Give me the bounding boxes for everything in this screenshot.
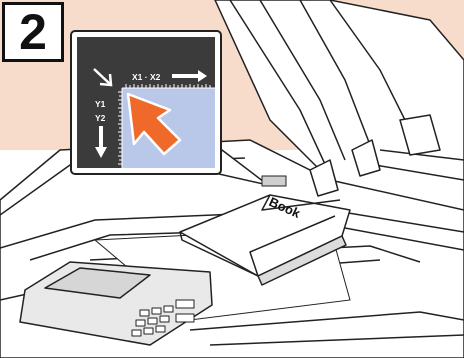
x-axis-label: X1 · X2: [132, 72, 161, 82]
step-number: 2: [19, 7, 47, 57]
step-number-badge: 2: [2, 2, 64, 62]
y-axis-label-2: Y2: [95, 113, 106, 123]
inset-zoom: X1 · X2 Y1 Y2: [71, 31, 221, 174]
platen-corner-marker: [262, 176, 286, 186]
y-axis-label-1: Y1: [95, 99, 106, 109]
